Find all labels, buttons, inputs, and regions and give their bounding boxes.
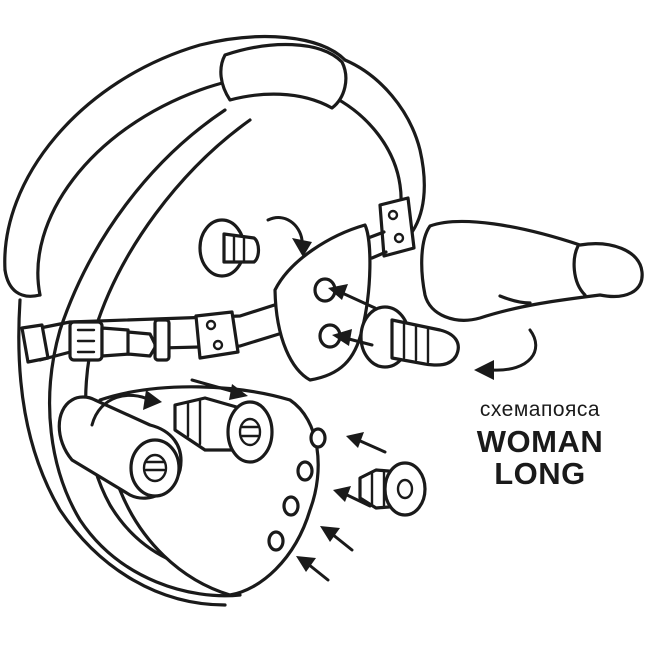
arrow-pad-3	[320, 526, 354, 552]
arrow-curved-lower-plug	[90, 390, 162, 427]
pad-hole-1	[309, 427, 327, 449]
arrow-curved-top	[266, 216, 312, 257]
front-plate	[273, 223, 372, 382]
caption-model-line1: WOMAN	[476, 424, 604, 459]
dildo-base-adapter	[359, 305, 460, 369]
arrow-double-middle	[190, 378, 248, 400]
dildo	[420, 219, 644, 322]
pad-hole-2	[296, 460, 314, 482]
arrow-pad-2	[333, 486, 372, 508]
strap-clip-left	[153, 318, 171, 362]
pad-hole-3	[282, 495, 300, 517]
arrow-pad-4	[296, 556, 330, 582]
waist-clip	[366, 196, 416, 260]
strap-clip-right	[194, 310, 240, 360]
caption-model-line2: LONG	[494, 456, 586, 491]
arrow-into-hole-bottom	[332, 329, 374, 347]
screw-adapter-right	[358, 461, 427, 517]
caption-scheme: схемапояса	[479, 398, 601, 421]
arrow-pad-1	[346, 432, 387, 454]
buckle	[68, 320, 158, 362]
small-plug-upper	[198, 218, 261, 278]
pad-hole-4	[267, 530, 285, 552]
arrow-into-hole-top	[328, 284, 377, 310]
screw-adapter-middle	[173, 396, 274, 464]
arrow-curved-dildo	[474, 328, 538, 380]
waist-belt	[3, 34, 426, 298]
long-plug-lower	[57, 395, 183, 500]
